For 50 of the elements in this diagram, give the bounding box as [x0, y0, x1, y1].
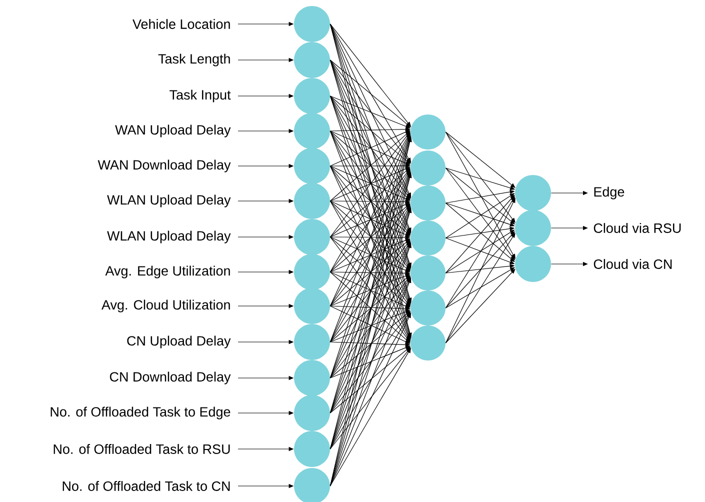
arrow	[330, 60, 411, 128]
neuron-circle	[410, 220, 446, 256]
arrow	[330, 60, 411, 164]
node-label: Cloud via CN	[594, 259, 672, 269]
node-label: Edge	[594, 186, 624, 200]
node-label: WAN Upload Delay	[115, 124, 231, 138]
node-label: CN Download Delay	[110, 372, 231, 384]
node-label: Cloud via RSU	[594, 223, 681, 233]
neuron-circle	[515, 175, 551, 211]
node-label: Task Length	[158, 54, 230, 66]
neuron-circle	[410, 256, 446, 290]
neuron-circle	[294, 148, 330, 184]
neuron-circle	[410, 326, 446, 360]
neuron-circle	[294, 324, 330, 360]
neuron-circle	[410, 150, 446, 186]
neuron-circle	[410, 114, 446, 150]
node-label: WLAN Upload Delay	[107, 230, 231, 244]
arrow	[445, 132, 516, 259]
node-label: Task Input	[170, 90, 231, 102]
arrow	[330, 310, 410, 378]
arrow	[330, 60, 411, 198]
neuron-circle	[294, 42, 330, 78]
neuron-circle	[294, 113, 330, 149]
neuron-circle	[294, 360, 330, 396]
node-label: Avg. Edge Utilization	[105, 266, 230, 278]
neuron-circle	[294, 395, 330, 431]
arrow	[330, 346, 410, 378]
neuron-circle	[515, 246, 551, 282]
neuron-circle	[410, 186, 446, 220]
node-label: No. of Offloaded Task to Edge	[50, 406, 230, 420]
neuron-circle	[294, 254, 330, 290]
arrow	[445, 194, 515, 274]
node-label: No. of Offloaded Task to RSU	[54, 444, 230, 454]
neuron-circle	[294, 288, 330, 324]
neuron-circle	[515, 210, 551, 246]
neuron-circle	[294, 78, 330, 114]
node-label: Vehicle Location	[132, 19, 230, 29]
arrow	[445, 132, 516, 223]
neuron-circle	[294, 183, 330, 219]
arrow	[330, 127, 410, 132]
node-label: WLAN Upload Delay	[107, 194, 231, 208]
neuron-circle	[294, 6, 330, 42]
neuron-circle	[294, 219, 330, 255]
neuron-circle	[294, 431, 330, 467]
node-label: CN Upload Delay	[127, 336, 231, 348]
node-label: No. of Offloaded Task to CN	[62, 481, 230, 491]
node-label: Avg. Cloud Utilization	[102, 300, 230, 312]
node-label: WAN Download Delay	[98, 160, 231, 172]
arrow	[445, 132, 516, 188]
neuron-circle	[410, 290, 446, 326]
